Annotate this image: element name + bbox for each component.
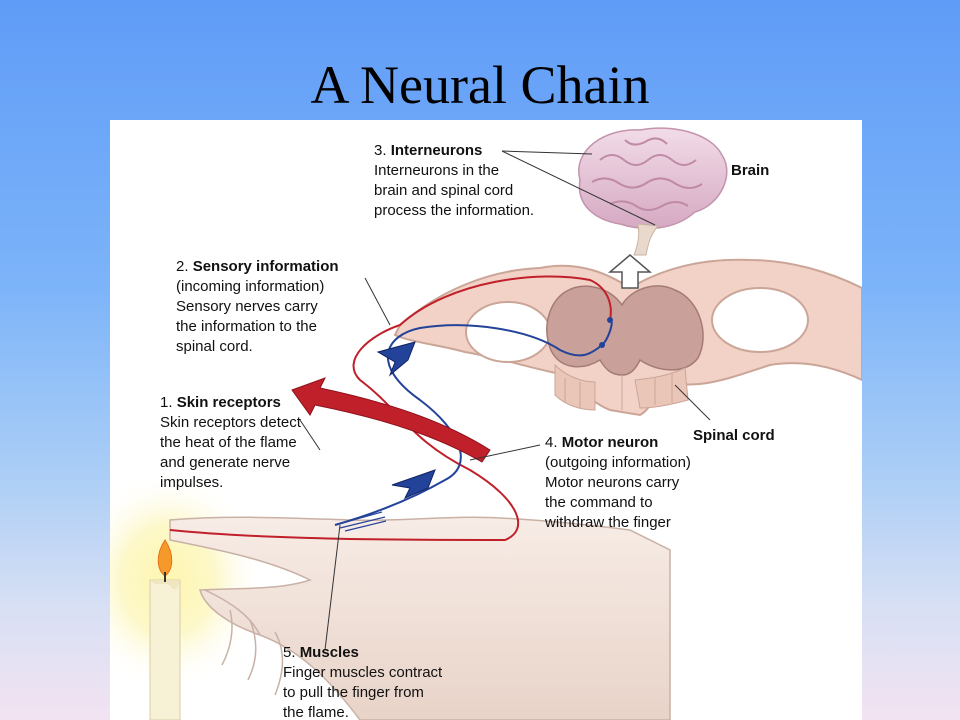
step-skin-receptors: 1. Skin receptors Skin receptors detect … <box>160 394 301 491</box>
motor-nerve-path <box>334 324 603 526</box>
flame-glow <box>110 470 263 690</box>
ascending-arrow <box>607 254 653 289</box>
step-sensory-information: 2. Sensory information (incoming informa… <box>176 258 339 355</box>
motor-arrow <box>376 341 416 377</box>
candle-illustration <box>149 539 181 720</box>
step-motor-neuron: 4. Motor neuron (outgoing information) M… <box>545 434 691 531</box>
spinal-cord-cross-section <box>393 254 862 417</box>
brain-illustration <box>578 127 728 256</box>
sensory-arrow <box>291 377 491 463</box>
leader-lines <box>299 150 711 651</box>
brain-label: Brain <box>731 162 770 179</box>
spinal-cord-label: Spinal cord <box>693 427 775 444</box>
neural-chain-figure: 3. Interneurons Interneurons in the brai… <box>110 120 862 720</box>
synapse-dot <box>599 342 605 348</box>
synapse-dot <box>607 317 613 323</box>
step-interneurons: 3. Interneurons Interneurons in the brai… <box>374 142 535 219</box>
motor-arrow <box>391 469 436 500</box>
step-muscles: 5. Muscles Finger muscles contract to pu… <box>283 644 443 720</box>
diagram-illustration <box>110 127 862 720</box>
motor-endplate <box>334 511 387 532</box>
slide-title: A Neural Chain <box>310 55 650 115</box>
